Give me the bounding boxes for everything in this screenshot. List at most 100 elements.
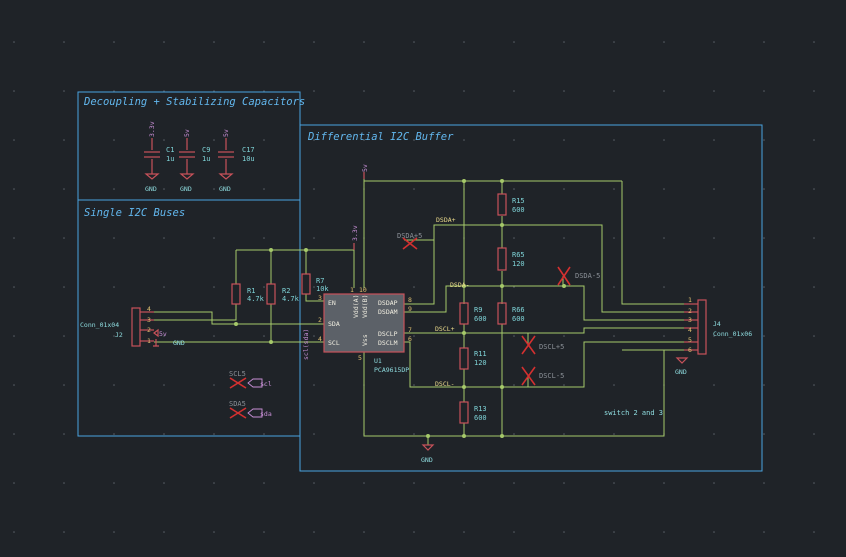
resistor-r13[interactable]: R13 600: [459, 401, 487, 424]
grid-dot: [763, 139, 765, 141]
grid-dot: [513, 90, 515, 92]
power-gnd-symbol: GND: [421, 444, 435, 464]
resistor-r2[interactable]: R2 4.7k: [266, 283, 300, 305]
grid-dot: [313, 41, 315, 43]
global-label-sda: sda: [260, 410, 272, 418]
grid-dot: [613, 188, 615, 190]
u1-pin-vdda: Vdd(A): [352, 295, 360, 318]
grid-dot: [63, 41, 65, 43]
grid-dot: [313, 139, 315, 141]
grid-dot: [263, 41, 265, 43]
j2-power-label: 5v: [159, 330, 167, 338]
grid-dot: [613, 384, 615, 386]
grid-dot: [513, 335, 515, 337]
u1-pin-vss: Vss: [361, 334, 369, 346]
grid-dot: [813, 384, 815, 386]
no-connect-dscl-m5[interactable]: DSCL-5: [521, 366, 564, 386]
resistor-r1[interactable]: R1 4.7k: [231, 283, 265, 305]
grid-dot: [613, 335, 615, 337]
connector-j4[interactable]: 1 2 3 4 5 6 J4 Conn_01x06 GND: [675, 296, 752, 376]
grid-dot: [113, 384, 115, 386]
grid-dot: [63, 433, 65, 435]
resistor-r11[interactable]: R11 120: [459, 347, 487, 370]
grid-dot: [413, 286, 415, 288]
u1-pin-dsclm: DSCLM: [378, 339, 398, 347]
grid-dot: [763, 237, 765, 239]
grid-dot: [313, 335, 315, 337]
j4-pin-3: 3: [688, 316, 692, 324]
grid-dot: [713, 335, 715, 337]
nc-label-scl5: SCL5: [229, 370, 246, 378]
j2-pin-1: 1: [147, 337, 151, 345]
resistor-r15[interactable]: R15 600: [497, 193, 525, 216]
grid-dot: [163, 188, 165, 190]
grid-dot: [113, 531, 115, 533]
grid-dot: [113, 335, 115, 337]
c17-power-label: 5v: [222, 129, 230, 137]
grid-dot: [13, 237, 15, 239]
capacitor-c17[interactable]: 5v C17 10u GND: [218, 129, 255, 193]
net-label-dscl-minus: DSCL-: [435, 380, 455, 388]
grid-dot: [63, 384, 65, 386]
r1-value: 4.7k: [247, 295, 265, 303]
j4-value: Conn_01x06: [713, 330, 752, 338]
r1-ref: R1: [247, 287, 255, 295]
grid-dot: [513, 286, 515, 288]
resistor-r7[interactable]: R7 10k: [301, 273, 329, 295]
capacitor-c9[interactable]: 5v C9 1u GND: [179, 129, 210, 193]
grid-dot: [313, 531, 315, 533]
j4-pin-6: 6: [688, 346, 692, 354]
j2-pin-2: 2: [147, 326, 151, 334]
connector-j2[interactable]: 4 3 2 1 Conn_01x04 J2 5v GND: [80, 305, 185, 347]
no-connect-dscl-p5[interactable]: DSCL+5: [521, 335, 564, 355]
grid-dot: [513, 237, 515, 239]
ic-u1[interactable]: EN SDA SCL DSDAP DSDAM DSCLP DSCLM Vdd(A…: [302, 286, 412, 374]
resistor-r66[interactable]: R66 600: [497, 302, 525, 325]
grid-dot: [663, 90, 665, 92]
grid-dot: [13, 384, 15, 386]
grid-dot: [763, 286, 765, 288]
grid-dot: [63, 286, 65, 288]
grid-dot: [213, 482, 215, 484]
net-label-dscl-plus: DSCL+: [435, 325, 455, 333]
capacitor-c1[interactable]: 3.3v C1 1u GND: [144, 121, 174, 193]
r65-value: 120: [512, 260, 525, 268]
grid-dot: [813, 433, 815, 435]
grid-dot: [513, 188, 515, 190]
grid-dot: [313, 433, 315, 435]
no-connect-scl5[interactable]: SCL5 scl: [229, 370, 272, 389]
grid-dot: [113, 188, 115, 190]
grid-dot: [513, 531, 515, 533]
c9-value: 1u: [202, 155, 210, 163]
grid-dot: [413, 188, 415, 190]
j4-gnd-label: GND: [675, 368, 687, 376]
u1-pinnum-dsclp: 7: [408, 326, 412, 334]
grid-dot: [213, 384, 215, 386]
grid-dot: [313, 188, 315, 190]
grid-dot: [263, 286, 265, 288]
grid-dot: [213, 139, 215, 141]
grid-dot: [563, 482, 565, 484]
grid-dot: [163, 335, 165, 337]
grid-dot: [613, 237, 615, 239]
u1-pinnum-vddb: 10: [359, 286, 367, 294]
resistor-r65[interactable]: R65 120: [497, 247, 525, 271]
grid-dot: [163, 384, 165, 386]
grid-dot: [613, 139, 615, 141]
no-connect-sda5[interactable]: SDA5 sda: [229, 400, 272, 419]
c1-ref: C1: [166, 146, 174, 154]
grid-dot: [163, 531, 165, 533]
grid-dot: [713, 433, 715, 435]
no-connect-dsda-p5[interactable]: DSDA+5: [397, 232, 422, 250]
c1-power-label: 3.3v: [148, 121, 156, 137]
resistor-r9[interactable]: R9 600: [459, 302, 487, 325]
no-connect-dsda-m5[interactable]: DSDA-5: [557, 266, 600, 286]
grid-dot: [563, 237, 565, 239]
grid-dot: [563, 433, 565, 435]
grid-dot: [213, 237, 215, 239]
grid-dot: [413, 433, 415, 435]
grid-dot: [813, 41, 815, 43]
power-3v3-label: 3.3v: [351, 225, 359, 241]
grid-dot: [113, 286, 115, 288]
grid-dot: [813, 237, 815, 239]
